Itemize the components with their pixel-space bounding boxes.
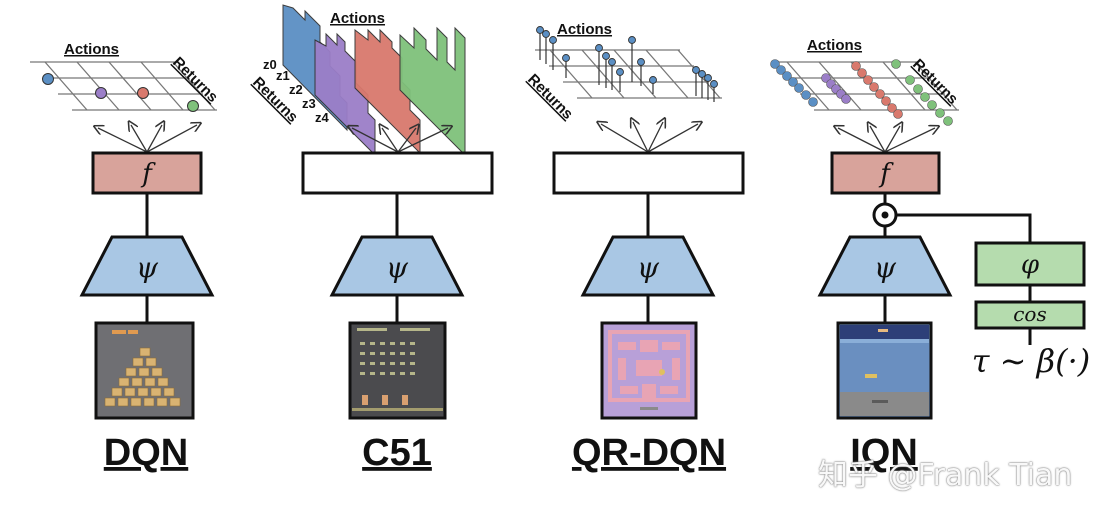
- iqn-model-name: IQN: [850, 432, 918, 474]
- c51-column: Actions z0 z1 z2 z3 z4 Returns ψ: [249, 4, 494, 474]
- iqn-encoder-psi: [817, 235, 953, 297]
- c51-model-name: C51: [362, 432, 432, 474]
- dqn-column: Actions Returns f ψ: [30, 41, 221, 474]
- qrdqn-column: Actions Returns ψ: [524, 21, 745, 474]
- iqn-sample-points: [770, 59, 953, 126]
- dqn-output-grid: [30, 61, 217, 111]
- c51-actions-label: Actions: [330, 10, 385, 27]
- dqn-encoder-psi: [79, 235, 215, 297]
- qrdqn-model-name: QR-DQN: [572, 432, 726, 474]
- iqn-column: Actions Returns f ψ φ cos τ ∼ β(·): [770, 37, 1091, 474]
- dqn-value-point: [187, 100, 199, 112]
- qrdqn-arrows: [601, 122, 698, 153]
- iqn-cos-box: [974, 300, 1086, 330]
- dqn-value-point: [95, 87, 107, 99]
- qrdqn-actions-label: Actions: [557, 21, 612, 38]
- watermark: 知乎 @Frank Tian: [818, 458, 1073, 493]
- c51-atom-label: z1: [276, 68, 290, 83]
- c51-atom-label: z2: [289, 82, 303, 97]
- qrdqn-quantile-points: [536, 26, 718, 88]
- iqn-tau-sampling-label: τ ∼ β(·): [972, 342, 1091, 380]
- qrdqn-encoder-psi-label: ψ: [637, 251, 660, 284]
- c51-atom-label: z4: [315, 110, 330, 125]
- dqn-actions-label: Actions: [64, 41, 119, 58]
- dqn-returns-label: Returns: [169, 54, 221, 106]
- qrdqn-encoder-psi: [580, 235, 716, 297]
- iqn-encoder-psi-label: ψ: [874, 251, 897, 284]
- dqn-game-frame: [94, 321, 195, 420]
- c51-arrows: [352, 128, 448, 153]
- iqn-cos-label: cos: [1013, 302, 1047, 326]
- iqn-actions-label: Actions: [807, 37, 862, 54]
- c51-encoder-psi-label: ψ: [386, 251, 409, 284]
- qrdqn-head: [552, 151, 745, 195]
- dqn-arrows: [98, 125, 197, 153]
- c51-encoder-psi: [329, 235, 465, 297]
- iqn-phi-label: φ: [1021, 250, 1040, 280]
- c51-atom-label: z3: [302, 96, 316, 111]
- dqn-model-name: DQN: [104, 432, 188, 474]
- c51-head: [301, 151, 494, 195]
- qrdqn-returns-label: Returns: [524, 71, 576, 123]
- iqn-game-frame: [836, 321, 933, 420]
- dqn-value-point: [137, 87, 149, 99]
- iqn-arrows: [838, 126, 935, 153]
- dqn-head-f: [91, 151, 203, 195]
- qrdqn-game-frame: [600, 321, 698, 420]
- c51-histograms: [282, 4, 466, 157]
- c51-game-frame: [348, 321, 447, 420]
- c51-atom-label: z0: [263, 57, 277, 72]
- iqn-product-node: [872, 202, 898, 228]
- iqn-head-f: [830, 151, 941, 195]
- dqn-encoder-psi-label: ψ: [136, 251, 159, 284]
- dqn-value-point: [42, 73, 54, 85]
